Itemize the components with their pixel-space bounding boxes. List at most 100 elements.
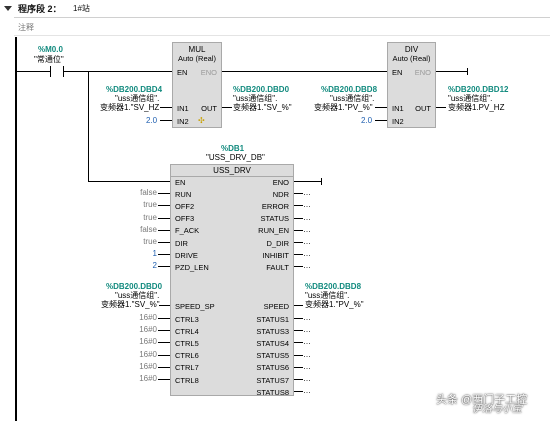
uss-f-ack-value[interactable]: false (140, 224, 157, 234)
div-in1-name-1[interactable]: "uss通信组". (330, 94, 375, 103)
div-subtitle[interactable]: Auto (Real) (392, 54, 431, 63)
uss-inhibit-stub (294, 254, 303, 256)
uss-pin-status7: STATUS7 (256, 375, 289, 385)
uss-ctrl3-value[interactable]: 16#0 (139, 313, 157, 322)
uss-ctrl6-value[interactable]: 16#0 (139, 349, 157, 359)
uss-ctrl5-value[interactable]: 16#0 (139, 337, 157, 347)
speed-sp-name-2[interactable]: 变频器1."SV_%" (101, 300, 160, 309)
collapse-triangle-icon[interactable] (4, 6, 12, 11)
uss-db-name[interactable]: "USS_DRV_DB" (206, 153, 265, 162)
div-in1-name-2[interactable]: 变频器1."PV_%" (314, 103, 373, 112)
div-pin-in2: IN2 (392, 117, 404, 126)
div-out-name-1[interactable]: "uss通信组". (448, 94, 493, 103)
div-in1-address[interactable]: %DB200.DBD8 (321, 85, 378, 94)
comment-field[interactable]: 注释 (18, 23, 34, 32)
uss-status7-stub (294, 379, 303, 380)
uss-off3-stub (158, 217, 170, 219)
mul-in1-address[interactable]: %DB200.DBD4 (106, 85, 163, 94)
uss-drv-title: USS_DRV (171, 165, 293, 177)
uss-ctrl8-stub (158, 379, 170, 380)
mul-in2-value[interactable]: 2.0 (146, 116, 158, 125)
uss-status5-open: … (303, 349, 311, 359)
uss-status7-open: … (303, 374, 311, 383)
mul-out-address[interactable]: %DB200.DBD0 (233, 85, 290, 94)
uss-ctrl8-value[interactable]: 16#0 (139, 374, 157, 383)
mul-subtitle[interactable]: Auto (Real) (178, 54, 216, 63)
div-pin-out: OUT (415, 104, 431, 113)
mul-pin-in2: IN2 (177, 117, 189, 126)
uss-dir-stub (158, 242, 170, 243)
uss-ctrl4-value[interactable]: 16#0 (139, 325, 157, 335)
uss-dir-value[interactable]: true (143, 237, 157, 246)
uss-pin-speed-sp: SPEED_SP (175, 302, 215, 311)
speed-sp-address[interactable]: %DB200.DBD0 (106, 282, 163, 291)
uss-pzd-len-value[interactable]: 2 (152, 261, 157, 271)
div-out-stub (436, 107, 446, 108)
uss-status6-stub (294, 366, 303, 368)
segment-title[interactable]: 1#站 (73, 4, 90, 13)
rung-wire-mid1 (64, 71, 172, 72)
uss-pin-off2: OFF2 (175, 201, 195, 211)
mul-in1-name-1[interactable]: "uss通信组". (115, 94, 160, 103)
branch-wire-horizontal (88, 181, 170, 182)
uss-status-open: … (303, 212, 311, 222)
mul-in2-stub (160, 120, 172, 121)
uss-ndr-stub (294, 193, 303, 195)
segment-header[interactable]: 程序段 2： 1#站 (0, 0, 550, 18)
uss-pin-en: EN (175, 177, 186, 187)
contact-address[interactable]: %M0.0 (38, 45, 63, 54)
uss-d-dir-stub (294, 242, 303, 243)
branch-wire-vertical (88, 71, 89, 182)
mul-out-name-2[interactable]: 变频器1."SV_%" (233, 103, 292, 112)
speed-sp-stub (159, 305, 170, 306)
uss-pin-status: STATUS (260, 214, 289, 224)
rung-end-cap (467, 68, 468, 75)
uss-pin-dir: DIR (175, 238, 188, 248)
uss-ctrl3-stub (158, 318, 170, 319)
uss-drive-value[interactable]: 1 (152, 249, 157, 259)
contact-name[interactable]: "常通位" (34, 55, 64, 64)
div-out-address[interactable]: %DB200.DBD12 (448, 85, 509, 94)
watermark-sub: 伊洛与小宝 (472, 404, 522, 415)
uss-error-stub (294, 205, 303, 207)
contact-no-symbol[interactable] (50, 66, 64, 77)
uss-status4-stub (294, 342, 303, 344)
speed-sp-name-1[interactable]: "uss通信组". (115, 291, 160, 300)
rung-wire-mid2 (222, 71, 387, 72)
uss-off2-value[interactable]: true (143, 200, 157, 210)
uss-fault-stub (294, 266, 303, 268)
uss-run-value[interactable]: false (140, 188, 157, 198)
uss-d-dir-open: … (303, 237, 311, 246)
uss-status4-open: … (303, 337, 311, 347)
uss-fault-open: … (303, 261, 311, 271)
uss-pin-d-dir: D_DIR (266, 238, 289, 248)
uss-pin-f-ack: F_ACK (175, 226, 200, 236)
uss-status6-open: … (303, 361, 311, 371)
uss-pin-status4: STATUS4 (256, 338, 289, 348)
speed-address[interactable]: %DB200.DBD8 (305, 282, 362, 291)
uss-ndr-open: … (303, 188, 311, 198)
div-out-name-2[interactable]: 变频器1.PV_HZ (448, 103, 505, 112)
uss-status3-stub (294, 330, 303, 332)
mul-in1-name-2[interactable]: 变频器1."SV_HZ (100, 103, 160, 112)
uss-status1-open: … (303, 313, 311, 322)
uss-status8-open: … (303, 386, 311, 396)
uss-db-address[interactable]: %DB1 (221, 144, 245, 153)
speed-name-1[interactable]: "uss通信组". (305, 291, 350, 300)
uss-pin-ctrl5: CTRL5 (175, 338, 199, 348)
speed-name-2[interactable]: 变频器1."PV_%" (305, 300, 364, 309)
uss-pin-pzd-len: PZD_LEN (175, 262, 209, 272)
mul-out-name-1[interactable]: "uss通信组". (233, 94, 278, 103)
div-box[interactable]: DIV Auto (Real) EN ENO IN1 OUT IN2 (387, 42, 436, 128)
uss-pin-ndr: NDR (272, 189, 289, 199)
mul-box[interactable]: MUL Auto (Real) EN ENO IN1 OUT IN2 ✣ (172, 42, 222, 128)
div-in2-value[interactable]: 2.0 (361, 116, 373, 125)
power-rail (15, 37, 17, 421)
header-divider (14, 17, 550, 18)
uss-off3-value[interactable]: true (143, 212, 157, 222)
add-input-icon[interactable]: ✣ (198, 116, 205, 125)
uss-status3-open: … (303, 325, 311, 335)
mul-in1-stub (160, 107, 172, 108)
uss-ctrl7-value[interactable]: 16#0 (139, 361, 157, 371)
